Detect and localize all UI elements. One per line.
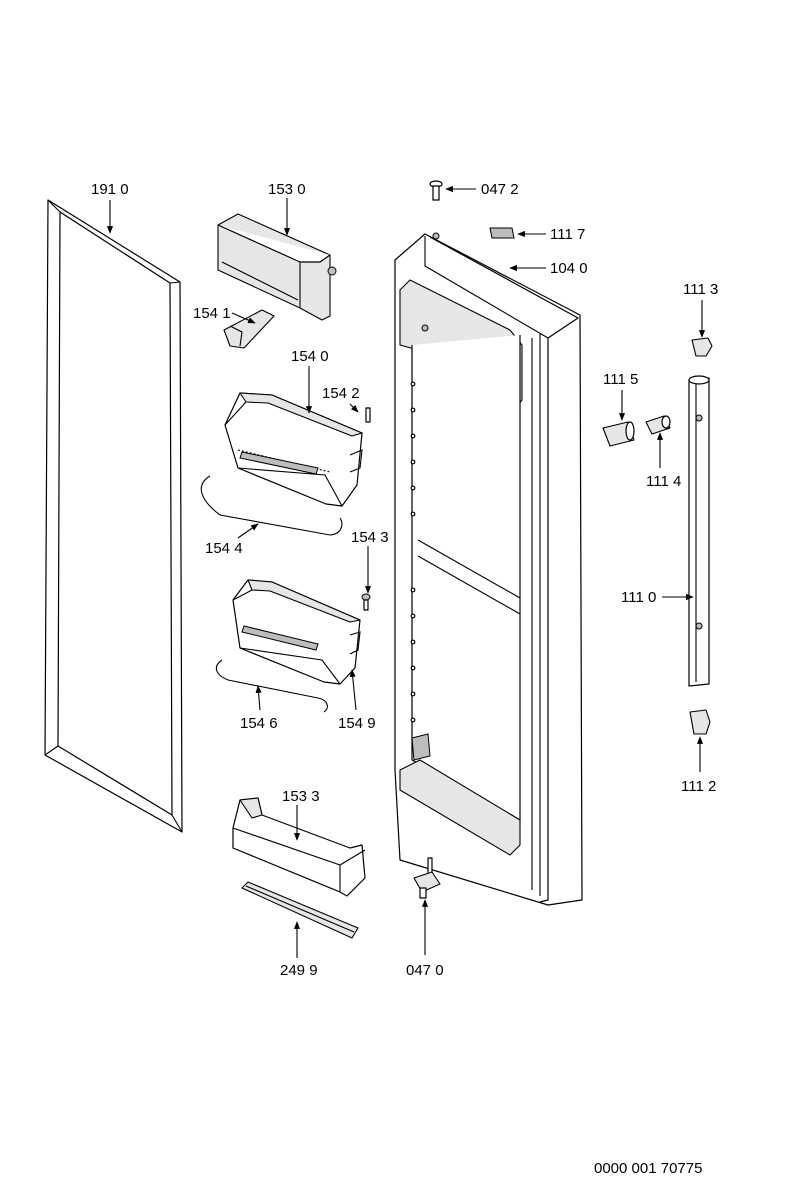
bottle-shelf xyxy=(232,797,366,897)
hinge-pin xyxy=(413,857,441,899)
handle-assembly xyxy=(602,337,713,735)
upper-wire-rail xyxy=(200,475,343,536)
pin xyxy=(365,407,371,423)
door-gasket xyxy=(44,199,183,833)
label-153-0: 153 0 xyxy=(268,181,306,198)
label-047-0: 047 0 xyxy=(406,962,444,979)
label-plate xyxy=(489,227,515,239)
dairy-compartment xyxy=(217,213,337,321)
label-191-0: 191 0 xyxy=(91,181,129,198)
lower-door-bin xyxy=(232,579,361,685)
label-154-1: 154 1 xyxy=(193,305,231,322)
leader-lines xyxy=(106,185,706,958)
label-111-0: 111 0 xyxy=(621,589,656,606)
part-labels: 191 0 153 0 154 1 154 0 154 2 154 4 154 … xyxy=(91,181,718,1177)
label-111-7: 111 7 xyxy=(550,226,585,243)
label-111-5: 111 5 xyxy=(603,371,638,388)
label-111-3: 111 3 xyxy=(683,281,718,298)
label-249-9: 249 9 xyxy=(280,962,318,979)
plug-top xyxy=(429,180,443,201)
upper-door-bin xyxy=(224,392,363,507)
lower-wire-rail xyxy=(215,659,328,713)
label-153-3: 153 3 xyxy=(282,788,320,805)
label-154-0: 154 0 xyxy=(291,348,329,365)
screw xyxy=(361,593,371,611)
label-154-3: 154 3 xyxy=(351,529,389,546)
label-154-2: 154 2 xyxy=(322,385,360,402)
door-liner xyxy=(394,232,583,906)
label-154-4: 154 4 xyxy=(205,540,243,557)
label-154-9: 154 9 xyxy=(338,715,376,732)
label-111-4: 111 4 xyxy=(646,473,681,490)
hinge-cover xyxy=(223,309,275,349)
label-047-2: 047 2 xyxy=(481,181,519,198)
drawing-number: 0000 001 70775 xyxy=(594,1160,702,1177)
trim-strip xyxy=(241,881,359,939)
label-104-0: 104 0 xyxy=(550,260,588,277)
label-154-6: 154 6 xyxy=(240,715,278,732)
label-111-2: 111 2 xyxy=(681,778,716,795)
